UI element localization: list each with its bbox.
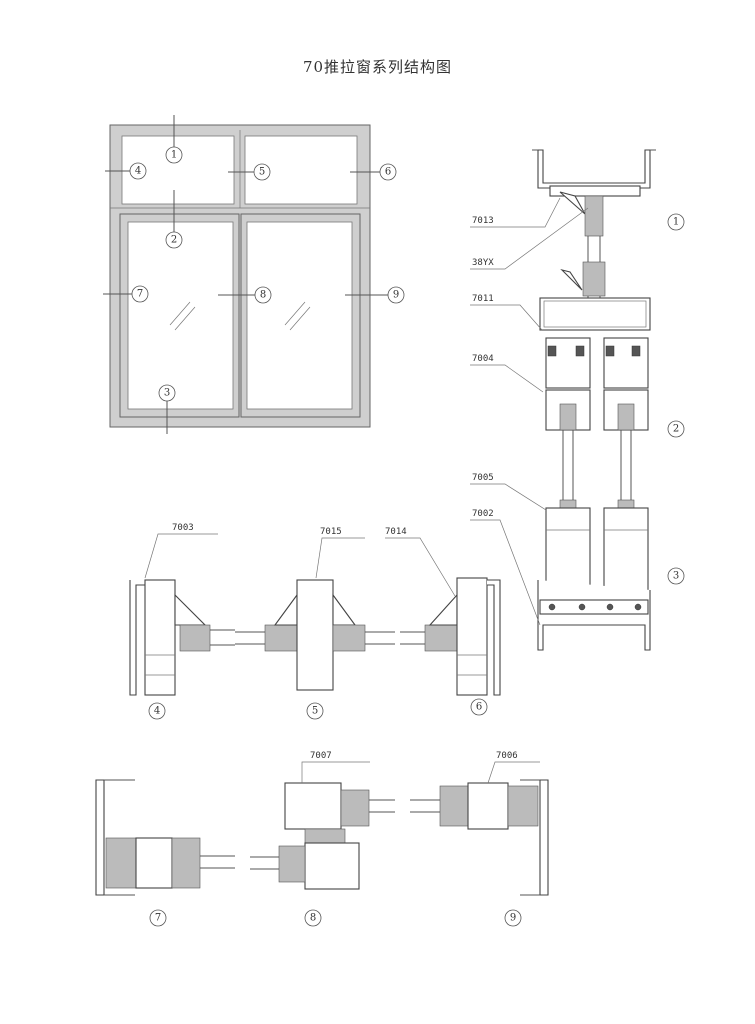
label-7013: 7013 — [472, 216, 494, 226]
callout-section-6: 6 — [470, 698, 488, 716]
svg-text:3: 3 — [164, 388, 170, 399]
svg-text:5: 5 — [312, 706, 318, 717]
svg-text:6: 6 — [385, 167, 391, 178]
sash-left-glass — [127, 221, 234, 410]
label-7011: 7011 — [472, 294, 494, 304]
vertical-section — [532, 149, 656, 651]
label-38yx: 38YX — [472, 258, 494, 268]
svg-text:9: 9 — [510, 913, 516, 924]
callout-section-2: 2 — [667, 420, 685, 438]
label-7014: 7014 — [385, 527, 407, 537]
callout-section-9: 9 — [504, 909, 522, 927]
svg-text:2: 2 — [171, 235, 177, 246]
svg-text:4: 4 — [154, 706, 160, 717]
callout-section-7: 7 — [149, 909, 167, 927]
window-elevation — [103, 115, 396, 434]
svg-text:8: 8 — [310, 913, 316, 924]
sash-right-glass — [246, 221, 353, 410]
callout-1: 1 — [165, 146, 183, 164]
callout-5: 5 — [253, 163, 271, 181]
section-9 — [410, 779, 549, 896]
svg-text:1: 1 — [171, 150, 177, 161]
callout-8: 8 — [254, 286, 272, 304]
svg-text:7: 7 — [137, 289, 143, 300]
section-7 — [95, 779, 235, 896]
label-7006: 7006 — [496, 751, 518, 761]
callout-7: 7 — [131, 285, 149, 303]
callout-section-5: 5 — [306, 702, 324, 720]
callout-2: 2 — [165, 231, 183, 249]
svg-text:2: 2 — [673, 424, 679, 435]
section-6 — [400, 577, 501, 696]
label-7007: 7007 — [310, 751, 332, 761]
label-7015: 7015 — [320, 527, 342, 537]
svg-text:5: 5 — [259, 167, 265, 178]
callout-6: 6 — [379, 163, 397, 181]
callout-3: 3 — [158, 384, 176, 402]
callout-section-4: 4 — [148, 702, 166, 720]
callout-section-1: 1 — [667, 213, 685, 231]
svg-text:4: 4 — [135, 166, 141, 177]
section-5 — [235, 579, 395, 691]
svg-text:8: 8 — [260, 290, 266, 301]
label-7002: 7002 — [472, 509, 494, 519]
label-7003: 7003 — [172, 523, 194, 533]
svg-text:1: 1 — [673, 217, 679, 228]
transom-pane-right — [244, 135, 358, 205]
svg-text:9: 9 — [393, 290, 399, 301]
svg-text:3: 3 — [673, 571, 679, 582]
page-title: 70推拉窗系列结构图 — [302, 58, 453, 76]
section-8 — [250, 782, 395, 890]
callout-4: 4 — [129, 162, 147, 180]
svg-text:7: 7 — [155, 913, 161, 924]
callout-9: 9 — [387, 286, 405, 304]
callout-section-8: 8 — [304, 909, 322, 927]
label-7004: 7004 — [472, 354, 494, 364]
callout-section-3: 3 — [667, 567, 685, 585]
label-7005: 7005 — [472, 473, 494, 483]
svg-text:6: 6 — [476, 702, 482, 713]
section-4 — [129, 579, 235, 696]
